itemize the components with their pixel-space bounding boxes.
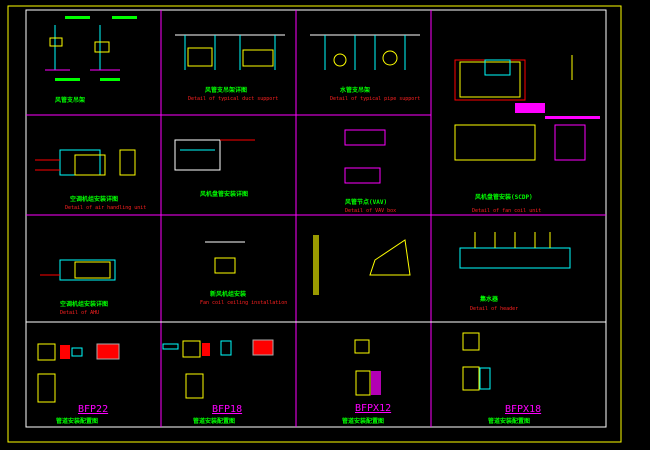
ahu-detail-1 <box>35 149 136 176</box>
cell-caption: 空调机组安装详图 <box>60 301 109 308</box>
unit-model-label: BFPX12 <box>355 403 392 414</box>
vav-detail <box>344 129 386 184</box>
support-detail-1 <box>45 16 137 81</box>
unit-caption: 管道安装配置图 <box>56 418 99 425</box>
cell-caption: 风机盘管安装(SCDP) <box>475 194 533 201</box>
cell-caption: 风管支吊架详图 <box>205 87 248 94</box>
cell-subcaption: Detail of AHU <box>60 310 100 316</box>
fan-coil-plan <box>454 55 600 161</box>
cell-subcaption: Detail of fan coil unit <box>472 208 542 214</box>
cell-caption: 风机盘管安装详图 <box>200 191 249 198</box>
unit-bfpx18-drawing <box>462 332 491 391</box>
header-detail <box>459 232 571 269</box>
cell-subcaption: Detail of VAV box <box>345 208 397 214</box>
unit-bfp22-drawing <box>37 343 120 403</box>
unit-model-label: BFPX18 <box>505 404 542 415</box>
cell-caption: 水管支吊架 <box>340 87 371 94</box>
cell-caption: 空调机组安装详图 <box>70 196 119 203</box>
cell-subcaption: Detail of header <box>470 306 519 312</box>
inner-border <box>25 9 607 428</box>
cell-subcaption: Fan coil ceiling installation <box>200 300 288 306</box>
cell-subcaption: Detail of air handling unit <box>65 205 147 211</box>
unit-model-label: BFP18 <box>212 404 243 415</box>
ahu-detail-2 <box>174 139 255 171</box>
pipe-support-detail <box>310 34 420 70</box>
unit-caption: 管道安装配置图 <box>488 418 531 425</box>
unit-model-label: BFP22 <box>78 404 109 415</box>
duct-support-detail <box>175 34 285 70</box>
unit-bfp18-drawing <box>162 339 274 399</box>
unit-caption: 管道安装配置图 <box>342 418 385 425</box>
cell-subcaption: Detail of typical pipe support <box>330 96 421 102</box>
cell-caption: 风管节点(VAV) <box>345 199 388 206</box>
unit-bfpx12-drawing <box>354 339 381 396</box>
cell-caption: 风管支吊架 <box>55 97 86 104</box>
cell-subcaption: Detail of typical duct support <box>188 96 279 102</box>
outer-frame <box>7 5 622 443</box>
cell-caption: 新风机组安装 <box>210 291 247 298</box>
fan-coil-ceiling <box>205 241 245 274</box>
cell-caption: 集水器 <box>480 296 499 303</box>
grid-lines <box>26 10 606 427</box>
wall-detail <box>313 235 411 295</box>
unit-caption: 管道安装配置图 <box>193 418 236 425</box>
ahu-detail-3 <box>40 259 116 281</box>
